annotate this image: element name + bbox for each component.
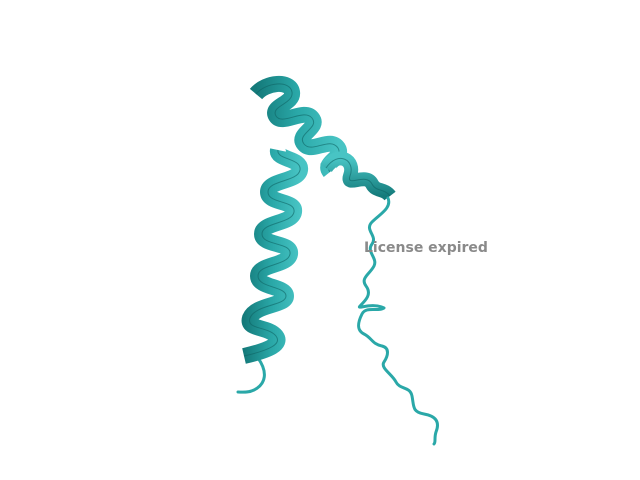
helix-b (249, 76, 347, 177)
license-watermark: License expired (364, 240, 488, 256)
helix-c (320, 151, 396, 201)
coil-foot (236, 356, 266, 394)
helix-a (241, 145, 308, 364)
coil-tail (357, 196, 439, 446)
